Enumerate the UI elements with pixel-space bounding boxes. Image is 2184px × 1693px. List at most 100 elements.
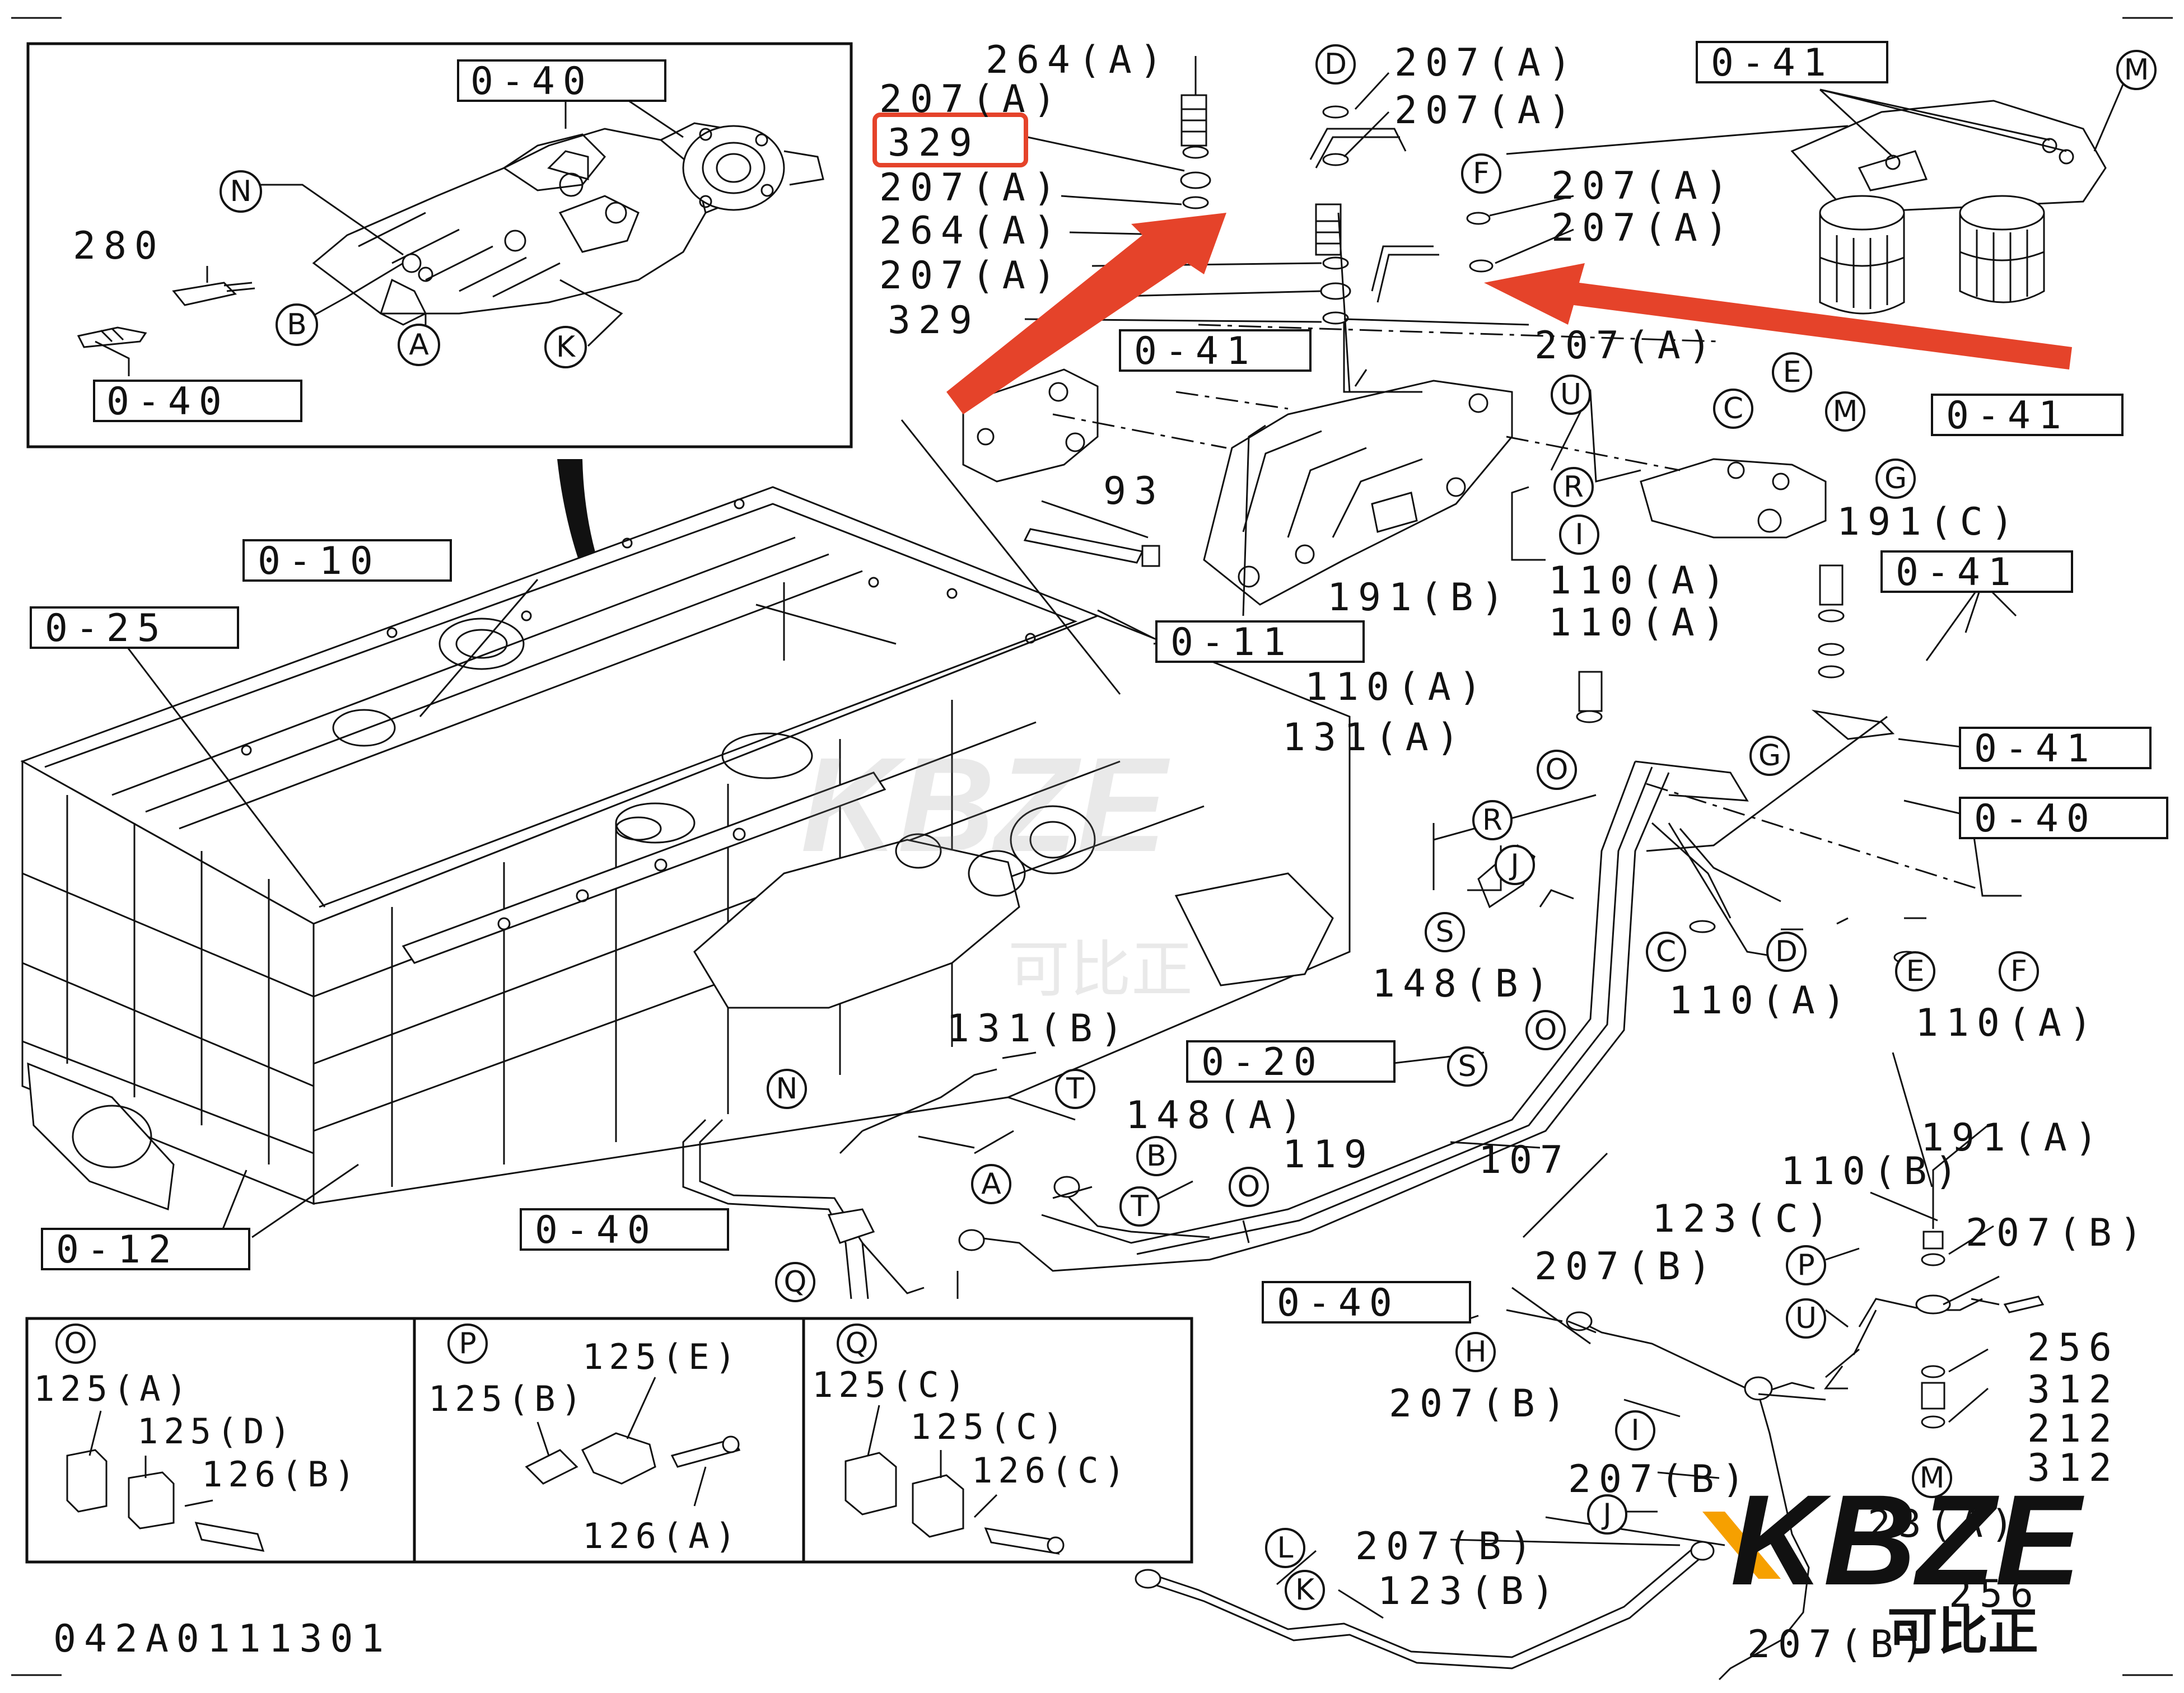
callout-D-mid[interactable]: D (1766, 932, 1807, 972)
svg-text:O: O (64, 1327, 87, 1360)
callout-C-top[interactable]: C (1713, 389, 1753, 429)
callout-G-mid[interactable]: G (1749, 736, 1790, 776)
callout-N-inset-text: N (230, 175, 252, 208)
callout-O-mid[interactable]: O (1525, 1010, 1566, 1050)
dashed-leaders (1052, 324, 1983, 925)
svg-text:T: T (1066, 1072, 1084, 1106)
legend-O: O 125(A) 125(D) 126(B) (34, 1323, 355, 1552)
ref-box-040-right[interactable] (1959, 797, 2168, 839)
callout-I-top[interactable]: I (1559, 515, 1599, 555)
callout-I-main[interactable]: I (1615, 1410, 1655, 1451)
svg-text:N: N (776, 1072, 798, 1106)
ref-box-020[interactable] (1186, 1040, 1396, 1083)
callout-T-top[interactable]: T (1055, 1069, 1095, 1109)
callout-F-mid[interactable]: F (1999, 951, 2039, 992)
label-148A: 148(A) (1126, 1093, 1310, 1138)
label-110B: 110(B) (1781, 1149, 1966, 1194)
label-207A-6: 207(A) (1551, 206, 1736, 250)
svg-text:G: G (1884, 462, 1907, 495)
legend-P: P 125(E) 125(B) 126(A) (428, 1323, 741, 1556)
svg-text:R: R (1564, 470, 1584, 504)
svg-text:U: U (1795, 1302, 1817, 1335)
label-123A: 123(A) (1837, 1502, 2022, 1546)
ref-label-inset-bottom: 0-40 (106, 380, 230, 424)
svg-text:M: M (1920, 1461, 1945, 1495)
bracket-U-drawing (1203, 380, 1513, 606)
label-207A-7: 207(A) (1534, 324, 1719, 368)
svg-text:D: D (1324, 48, 1347, 81)
ref-box-012[interactable] (41, 1228, 250, 1270)
label-110A-2: 110(A) (1548, 601, 1733, 645)
ref-box-011[interactable] (1155, 620, 1365, 663)
callout-N-inset[interactable] (220, 170, 262, 213)
callout-E-mid[interactable]: E (1895, 951, 1935, 992)
callout-B-inset[interactable] (276, 303, 318, 346)
callout-U-main[interactable]: U (1786, 1298, 1826, 1339)
svg-text:S: S (1435, 915, 1454, 949)
callout-G-top[interactable]: G (1875, 459, 1916, 499)
callout-Q-main[interactable]: Q (775, 1262, 815, 1302)
legend-clip-sets: O 125(A) 125(D) 126(B) P 125(E) 125(B) 1… (25, 1317, 1193, 1564)
svg-text:J: J (1509, 848, 1519, 882)
label-131A: 131(A) (1282, 715, 1467, 760)
legend-Q-key (837, 1323, 877, 1364)
label-329: 329 (888, 298, 980, 343)
svg-text:O: O (1238, 1170, 1261, 1204)
callout-N-main[interactable]: N (767, 1069, 807, 1109)
callout-K-main[interactable]: K (1285, 1570, 1325, 1610)
callout-A-inset[interactable] (398, 324, 440, 366)
ref-box-041-right2[interactable] (1880, 550, 2073, 593)
callout-R-top[interactable]: R (1553, 467, 1594, 507)
callout-L-main[interactable]: L (1265, 1528, 1305, 1568)
ref-box-025[interactable] (30, 606, 239, 649)
ref-box-041-right1[interactable] (1931, 394, 2124, 436)
ref-box-inset-top[interactable] (457, 59, 666, 102)
ref-box-040-low[interactable] (1262, 1281, 1471, 1323)
label-131B: 131(B) (946, 1007, 1131, 1051)
callout-K-inset[interactable] (544, 326, 587, 368)
callout-E-top[interactable]: E (1772, 352, 1812, 392)
svg-text:L: L (1277, 1531, 1294, 1565)
crop-marks (11, 17, 2173, 1676)
callout-M-main[interactable]: M (1912, 1458, 1952, 1498)
svg-text:Q: Q (846, 1327, 869, 1360)
legend-Q-item-1: 125(C) (812, 1364, 971, 1405)
callout-U[interactable]: U (1551, 375, 1591, 415)
ref-box-041-mid[interactable] (1119, 329, 1312, 372)
callout-F-top[interactable]: F (1461, 153, 1501, 194)
callout-H-main[interactable]: H (1455, 1332, 1496, 1372)
ref-label-012: 0-12 (56, 1228, 179, 1272)
callout-M-mid[interactable]: M (1825, 391, 1865, 432)
callout-R-mid[interactable]: R (1472, 800, 1513, 840)
svg-text:H: H (1464, 1335, 1486, 1369)
ref-box-010[interactable] (242, 539, 452, 582)
ref-box-040-mid[interactable] (520, 1208, 729, 1251)
svg-text:C: C (1656, 935, 1676, 969)
callout-D-top[interactable]: D (1315, 44, 1356, 85)
callout-O-top[interactable]: O (1537, 750, 1577, 790)
legend-P-item-2: 125(B) (428, 1378, 587, 1419)
callout-C-mid[interactable]: C (1646, 932, 1686, 972)
label-207A-1: 207(A) (879, 77, 1064, 121)
callout-J-main[interactable]: J (1587, 1494, 1627, 1535)
label-207B-4: 207(B) (1568, 1457, 1753, 1502)
callout-A-main[interactable]: A (971, 1164, 1011, 1204)
callout-B-main[interactable]: B (1136, 1136, 1177, 1176)
ref-box-041-right3[interactable] (1959, 727, 2152, 769)
svg-text:O: O (1546, 753, 1569, 787)
callout-P-main[interactable]: P (1786, 1245, 1826, 1285)
callout-T-main[interactable]: T (1119, 1186, 1160, 1227)
legend-P-item-1: 125(E) (582, 1336, 741, 1377)
callout-J-mid[interactable]: J (1495, 845, 1535, 885)
callout-S-low[interactable]: S (1447, 1046, 1487, 1087)
ref-label-011: 0-11 (1170, 620, 1294, 665)
fuel-pipes (682, 128, 1983, 1681)
label-119: 119 (1282, 1133, 1375, 1177)
callout-O-main[interactable]: O (1229, 1167, 1269, 1207)
legend-Q-item-2: 125(C) (910, 1406, 1069, 1447)
svg-text:C: C (1723, 392, 1743, 425)
callout-M-top[interactable]: M (2116, 50, 2157, 90)
ref-box-inset-bottom[interactable] (93, 380, 302, 422)
callout-S-mid[interactable]: S (1425, 912, 1465, 952)
ref-box-041-top[interactable] (1696, 41, 1888, 83)
